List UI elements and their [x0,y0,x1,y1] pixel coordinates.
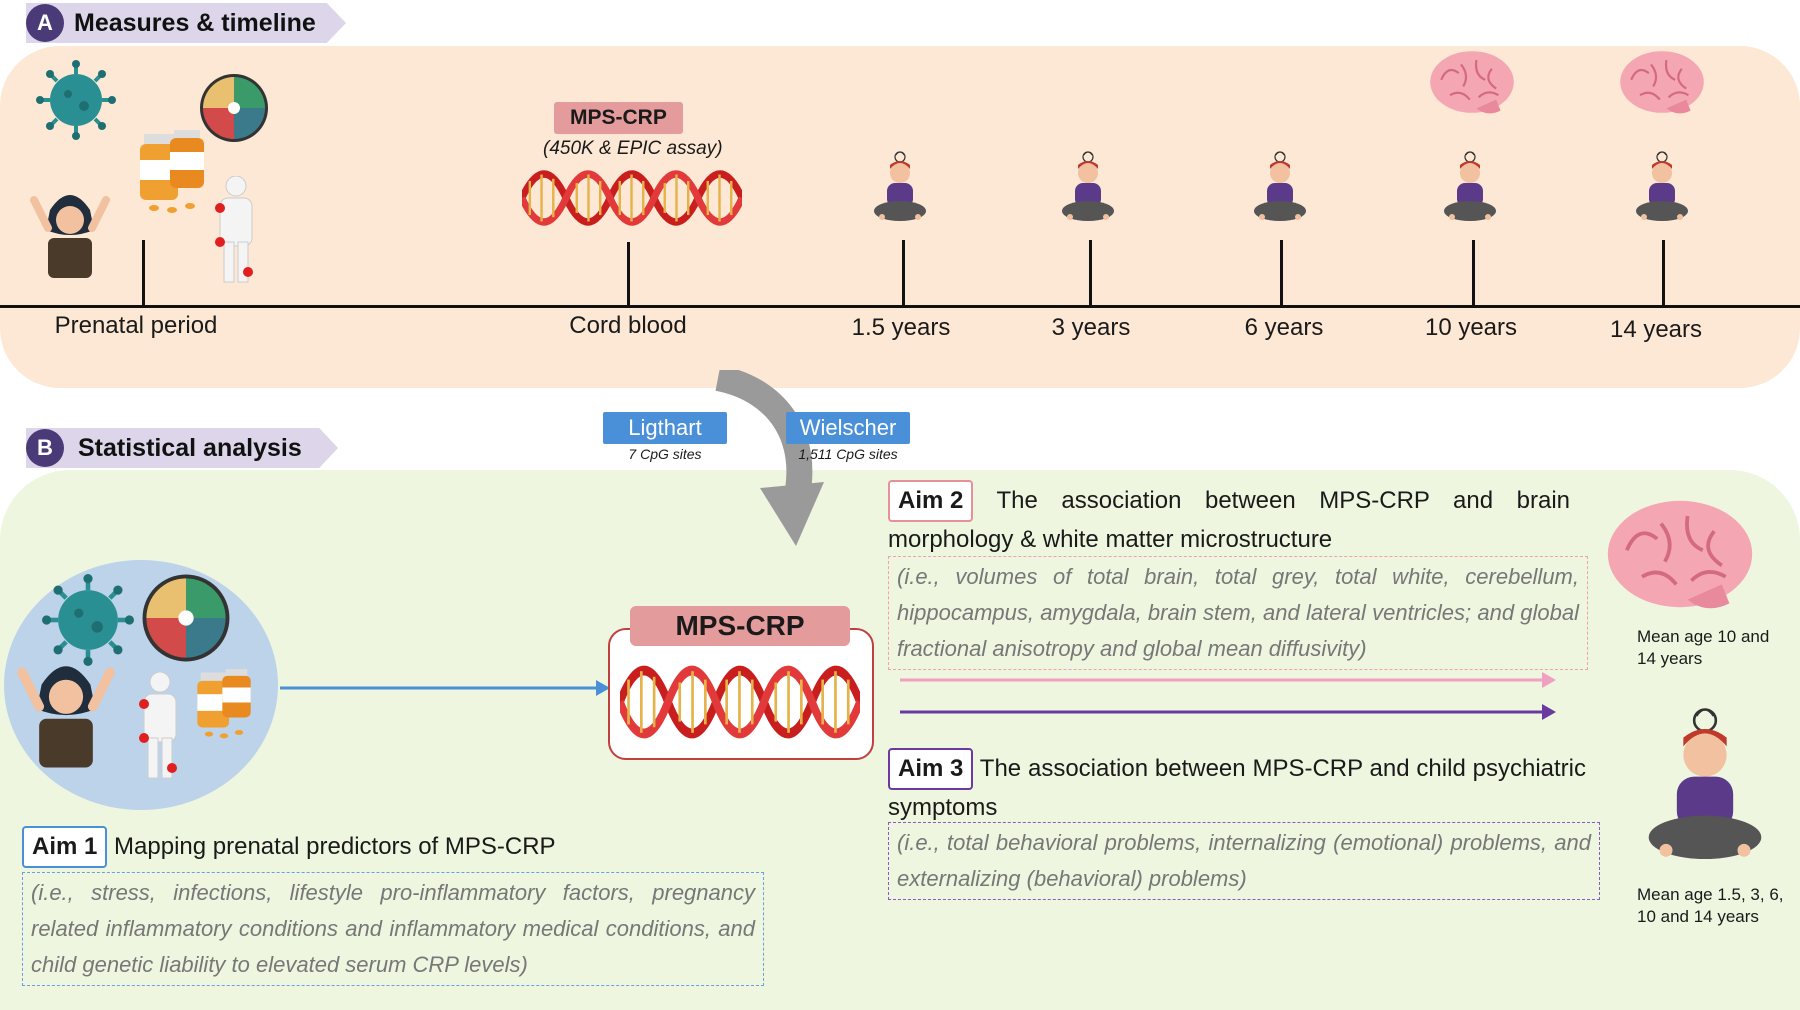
aim3-title: The association between MPS-CRP and chil… [888,755,1587,821]
aim1-detail: (i.e., stress, infections, lifestyle pro… [22,872,764,986]
timeline-tick [627,242,630,306]
child-icon [873,151,927,222]
flow-arrow-icon [715,370,824,546]
timeline-tick [1662,240,1665,306]
timeline-tick [142,240,145,306]
inflamed-body-icon [138,672,178,779]
section-a-badge: A [26,4,64,42]
section-b-badge: B [26,429,64,467]
score-wielscher: Wielscher [786,412,910,444]
section-a-title: Measures & timeline [74,8,316,37]
child-icon [1635,151,1689,222]
aim2-aim3-arrows [900,672,1556,720]
stressed-woman-icon [16,648,116,770]
section-a-band [26,3,346,43]
section-a-header: A Measures & timeline [26,3,346,43]
child-icon [1647,708,1763,861]
section-b-band [26,428,338,468]
score-wielscher-sites: 1,511 CpG sites [798,446,898,462]
brain-icon [1605,498,1755,611]
aim2-tag: Aim 2 [888,480,974,522]
timeline-tick [1280,240,1283,306]
score-ligthart-sites: 7 CpG sites [628,446,702,462]
dna-icon [522,166,742,230]
timeline-axis [0,305,1800,308]
aim3-detail: (i.e., total behavioral problems, intern… [888,822,1600,900]
score-ligthart: Ligthart [603,412,727,444]
timeline-tick [902,240,905,306]
aim2-detail: (i.e., volumes of total brain, total gre… [888,556,1588,670]
central-tag: MPS-CRP [630,606,850,646]
stressed-woman-icon [30,180,112,280]
aim1-title: Mapping prenatal predictors of MPS-CRP [114,833,556,860]
timeline-tick [1472,240,1475,306]
aim3-tag: Aim 3 [888,748,974,790]
timeline-label: 3 years [1051,314,1131,341]
section-b-header: B Statistical analysis [26,428,338,468]
child-icon [1061,151,1115,222]
medication-icon [197,669,251,739]
child-icon [1443,151,1497,222]
aim2-heading: Aim 2 The association between MPS-CRP an… [888,480,1570,558]
assay-subtitle: (450K & EPIC assay) [543,138,723,159]
assay-tag: MPS-CRP [554,102,683,134]
virus-icon [36,60,116,140]
aim3-heading: Aim 3 The association between MPS-CRP an… [888,748,1586,826]
section-b-title: Statistical analysis [78,433,302,462]
stress-wheel-icon [200,74,268,142]
brain-icon [1619,50,1705,115]
inflamed-body-icon [214,176,254,283]
aim1-tag: Aim 1 [22,826,108,868]
child-icon [1253,151,1307,222]
aim1-arrow [280,680,610,696]
timeline-label: Prenatal period [54,312,218,339]
timeline-label: 1.5 years [851,314,951,341]
timeline-tick [1089,240,1092,306]
timeline-label: 10 years [1424,314,1518,341]
timeline-label: Cord blood [569,312,687,339]
child-caption: Mean age 1.5, 3, 6, 10 and 14 years [1637,885,1784,926]
timeline-label: 6 years [1244,314,1324,341]
timeline-label: 14 years [1609,316,1703,343]
medication-icon [140,130,204,213]
brain-icon [1429,50,1515,115]
panel-statistical-analysis [0,470,1800,1010]
brain-caption: Mean age 10 and 14 years [1637,627,1770,668]
dna-icon [620,660,860,744]
aim1-heading: Aim 1 Mapping prenatal predictors of MPS… [22,826,722,868]
stress-wheel-icon [142,574,230,662]
aim2-title: The association between MPS-CRP and brai… [888,487,1570,553]
